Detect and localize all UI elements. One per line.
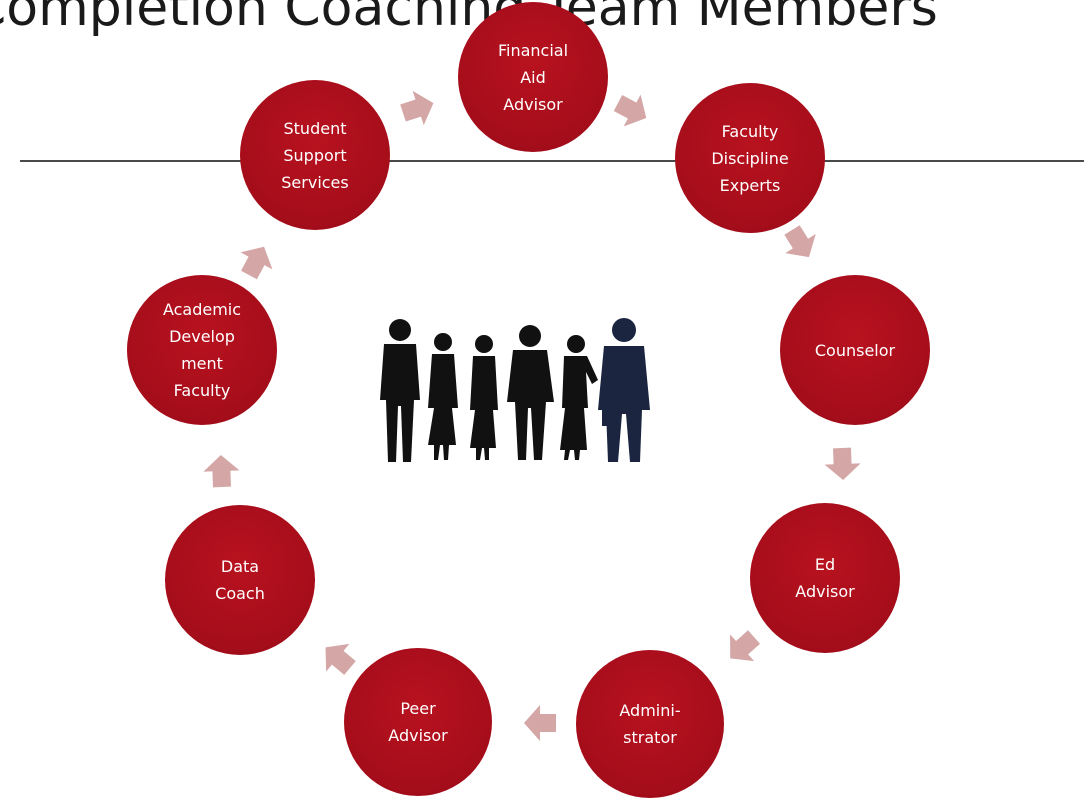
node-label: Financial Aid Advisor: [497, 40, 569, 114]
arrow-datacoach-to-academic: [203, 455, 240, 488]
node-data-coach: Data Coach: [165, 505, 315, 655]
node-label: Admini- strator: [619, 701, 681, 747]
node-label: Ed Advisor: [795, 555, 855, 601]
node-label: Faculty Discipline Experts: [711, 121, 789, 195]
silhouette-person: [507, 325, 554, 460]
arrow-admin-to-peer: [524, 705, 556, 741]
arrow-counselor-to-ed: [824, 447, 861, 480]
arrow-support-to-financial: [400, 90, 434, 126]
node-financial-aid-advisor: Financial Aid Advisor: [458, 2, 608, 152]
silhouette-person: [470, 335, 498, 460]
arrow-financial-to-faculty: [613, 94, 647, 127]
node-label: Student Support Services: [281, 118, 349, 192]
node-label: Data Coach: [215, 557, 265, 603]
title-divider: [20, 160, 1084, 162]
arrow-academic-to-support: [240, 246, 273, 280]
node-label: Peer Advisor: [388, 699, 448, 745]
node-ed-advisor: Ed Advisor: [750, 503, 900, 653]
node-counselor: Counselor: [780, 275, 930, 425]
arrow-ed-to-admin: [730, 630, 761, 662]
silhouette-person: [560, 335, 598, 460]
team-silhouettes-image: [380, 318, 650, 462]
slide-title: Completion Coaching Team Members: [0, 0, 938, 38]
silhouette-person: [428, 333, 458, 460]
node-label: Counselor: [814, 340, 896, 360]
arrow-faculty-to-counselor: [784, 225, 816, 258]
silhouette-person: [380, 319, 420, 462]
node-peer-advisor: Peer Advisor: [344, 648, 492, 796]
node-administrator: Admini- strator: [576, 650, 724, 798]
node-faculty-discipline-experts: Faculty Discipline Experts: [675, 83, 825, 233]
silhouette-person: [598, 318, 650, 462]
node-label: Academic Develop ment Faculty: [162, 300, 242, 400]
node-academic-development-faculty: Academic Develop ment Faculty: [127, 275, 277, 425]
node-student-support-services: Student Support Services: [240, 80, 390, 230]
arrow-peer-to-datacoach: [325, 643, 356, 675]
